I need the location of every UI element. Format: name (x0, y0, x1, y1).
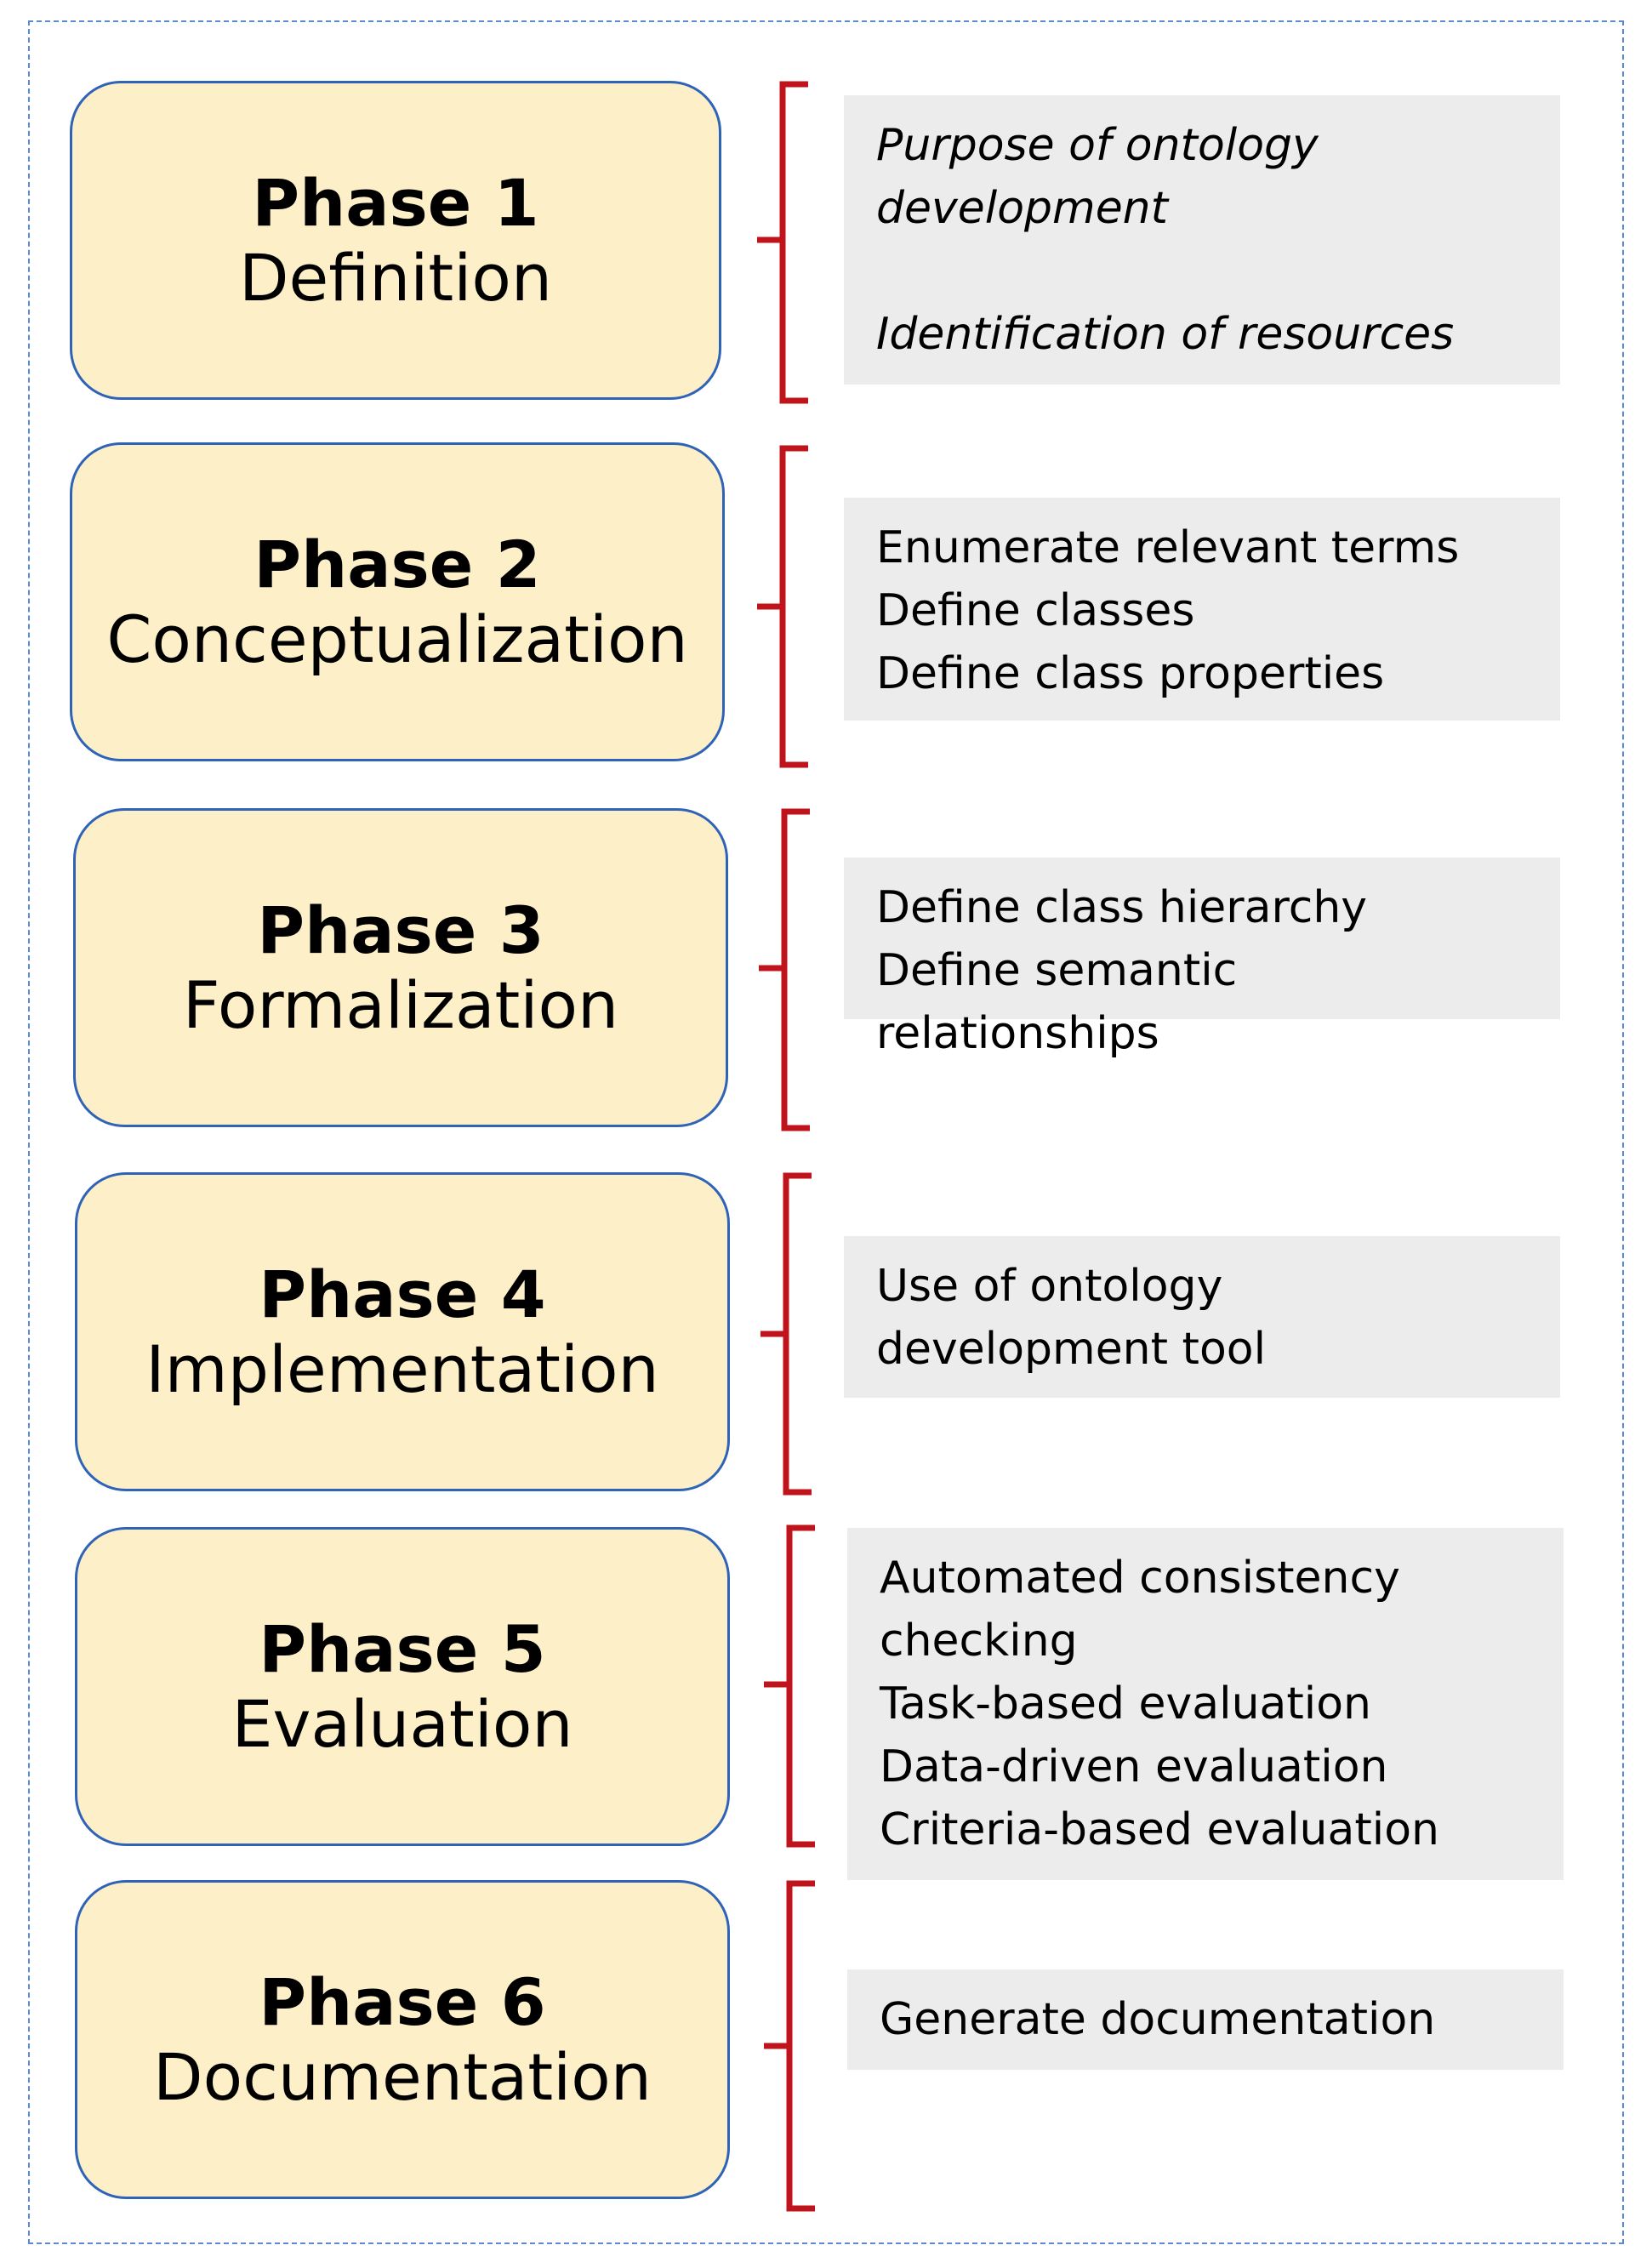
task-identification-of-resources: Identification of resources (876, 309, 1455, 360)
phase-1-name: Definition (238, 239, 552, 316)
phase-5-name: Evaluation (231, 1685, 573, 1762)
task-spacer (876, 240, 1528, 303)
phase-2-tasks: Enumerate relevant terms Define classes … (844, 498, 1560, 721)
phase-3-tasks: Define class hierarchy Define semantic r… (844, 858, 1560, 1059)
phase-6-tasks: Generate documentation (847, 1969, 1564, 2070)
task-task-based-evaluation: Task-based evaluation (880, 1678, 1371, 1729)
phase-6-box: Phase 6 Documentation (75, 1880, 730, 2199)
task-define-class-hierarchy: Define class hierarchy (876, 882, 1368, 933)
task-define-class-properties: Define class properties (876, 648, 1385, 699)
phase-3-number: Phase 3 (257, 892, 544, 969)
phase-1-box: Phase 1 Definition (70, 81, 721, 400)
task-define-classes: Define classes (876, 585, 1195, 636)
phase-2-bracket (757, 445, 808, 768)
task-use-of-tool: Use of ontology development tool (876, 1261, 1267, 1375)
phase-5-bracket (764, 1524, 815, 1848)
phase-4-number: Phase 4 (259, 1257, 546, 1333)
phase-6-bracket (764, 1880, 815, 2212)
phase-3-box: Phase 3 Formalization (73, 808, 728, 1127)
phase-2-number: Phase 2 (253, 527, 541, 603)
phase-4-box: Phase 4 Implementation (75, 1172, 730, 1491)
phase-5-box: Phase 5 Evaluation (75, 1527, 730, 1846)
phase-4-tasks: Use of ontology development tool (844, 1236, 1560, 1398)
phase-4-name: Implementation (145, 1331, 659, 1407)
phase-1-tasks: Purpose of ontology development Identifi… (844, 95, 1560, 385)
phase-4-bracket (760, 1172, 812, 1496)
task-data-driven-evaluation: Data-driven evaluation (880, 1741, 1388, 1792)
phase-5-tasks: Automated consistency checking Task-base… (847, 1528, 1564, 1880)
phase-3-bracket (759, 808, 810, 1131)
phase-6-name: Documentation (153, 2038, 652, 2115)
task-purpose-of-ontology: Purpose of ontology development (876, 120, 1319, 234)
task-define-semantic-relationships: Define semantic relationships (876, 945, 1238, 1059)
task-enumerate-terms: Enumerate relevant terms (876, 522, 1460, 573)
phase-1-bracket (757, 81, 808, 404)
diagram-frame (28, 20, 1624, 2244)
phase-2-box: Phase 2 Conceptualization (70, 442, 725, 761)
phase-3-name: Formalization (182, 966, 619, 1043)
task-criteria-based-evaluation: Criteria-based evaluation (880, 1804, 1439, 1855)
phase-1-number: Phase 1 (252, 165, 539, 242)
task-generate-documentation: Generate documentation (880, 1994, 1436, 2045)
task-automated-consistency: Automated consistency checking (880, 1553, 1400, 1667)
phase-6-number: Phase 6 (259, 1964, 546, 2041)
phase-5-number: Phase 5 (259, 1611, 546, 1688)
phase-2-name: Conceptualization (106, 601, 688, 677)
